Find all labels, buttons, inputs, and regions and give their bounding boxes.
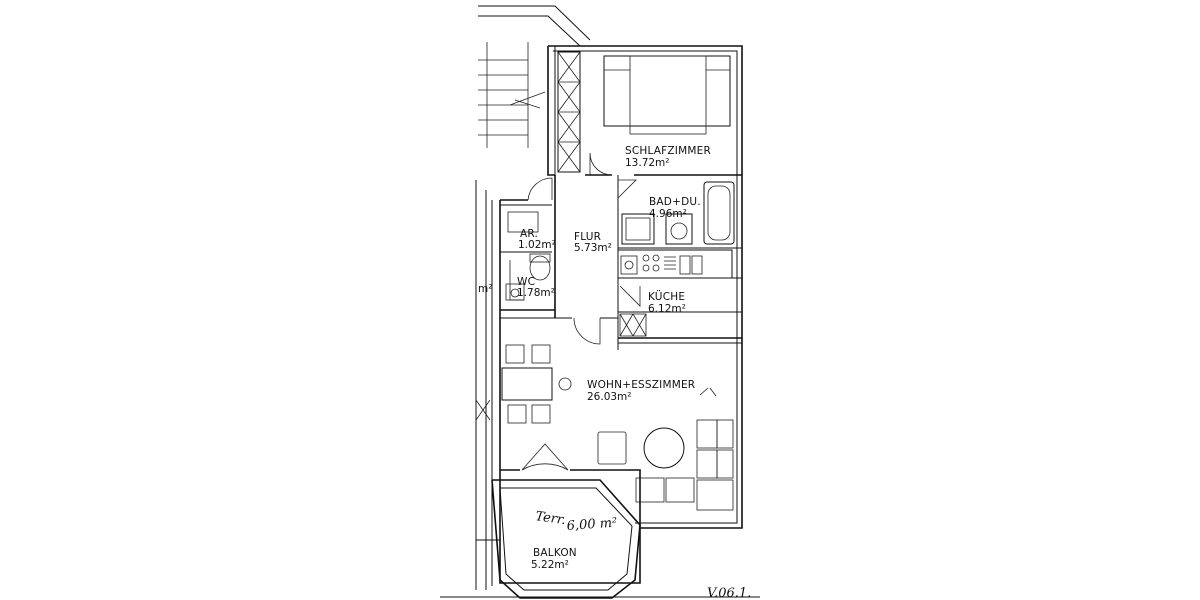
hall (500, 175, 618, 345)
room-name-kueche: KÜCHE (648, 290, 685, 303)
room-labels: SCHLAFZIMMER 13.72m² BAD+DU. 4.96m² FLUR… (517, 145, 711, 571)
wc-toilet (529, 255, 551, 281)
chair (531, 344, 551, 364)
room-name-wc: WC (517, 276, 535, 288)
terrace-label: Terr. (534, 509, 566, 528)
room-area-balkon: 5.22m² (531, 559, 569, 571)
storage-shelf (507, 211, 539, 233)
edge-area-fragment: m² (478, 283, 492, 295)
toilet (665, 213, 693, 245)
room-area-ar: 1.02m² (518, 239, 556, 251)
room-area-kueche: 6.12m² (648, 303, 686, 315)
annotations: Terr. 6,00 m² m² V.06.1. (478, 283, 751, 600)
cabinet (619, 313, 647, 337)
outer-walls (491, 45, 743, 586)
sofa-seat (716, 449, 734, 479)
room-area-schlafzimmer: 13.72m² (625, 157, 670, 169)
chair (505, 344, 525, 364)
lamp (558, 377, 572, 391)
sink (620, 255, 638, 275)
room-area-wohn: 26.03m² (587, 391, 632, 403)
sofa-seat (696, 479, 734, 511)
chair (507, 404, 527, 424)
wc-basin (505, 283, 525, 301)
washbasin (621, 213, 655, 245)
room-name-bad: BAD+DU. (649, 196, 701, 208)
balcony (491, 443, 641, 599)
room-area-flur: 5.73m² (574, 242, 612, 254)
room-name-wohn: WOHN+ESSZIMMER (587, 379, 695, 391)
dining-table (501, 367, 553, 401)
room-name-balkon: BALKON (533, 547, 577, 559)
stairwell (475, 5, 591, 590)
sofa-seat (665, 477, 695, 503)
living-dining (501, 344, 734, 511)
sofa-seat (696, 449, 718, 479)
room-area-bad: 4.96m² (649, 208, 687, 220)
terrace-area: 6,00 m² (566, 515, 618, 533)
room-name-schlafzimmer: SCHLAFZIMMER (625, 145, 711, 157)
bedroom (557, 51, 742, 176)
corner-note: V.06.1. (707, 586, 751, 600)
sofa-seat (635, 477, 665, 503)
room-name-ar: AR. (520, 228, 538, 240)
room-name-flur: FLUR (574, 231, 601, 243)
kitchen (617, 248, 742, 350)
bathtub (703, 181, 735, 245)
sofa-seat (696, 419, 718, 449)
bed (603, 55, 731, 127)
coffee-table (643, 427, 685, 469)
room-area-wc: 1.78m² (517, 287, 555, 299)
chair (531, 404, 551, 424)
hob (642, 254, 650, 262)
bed-blanket (629, 55, 707, 135)
sofa-seat (716, 419, 734, 449)
armchair (597, 431, 627, 465)
